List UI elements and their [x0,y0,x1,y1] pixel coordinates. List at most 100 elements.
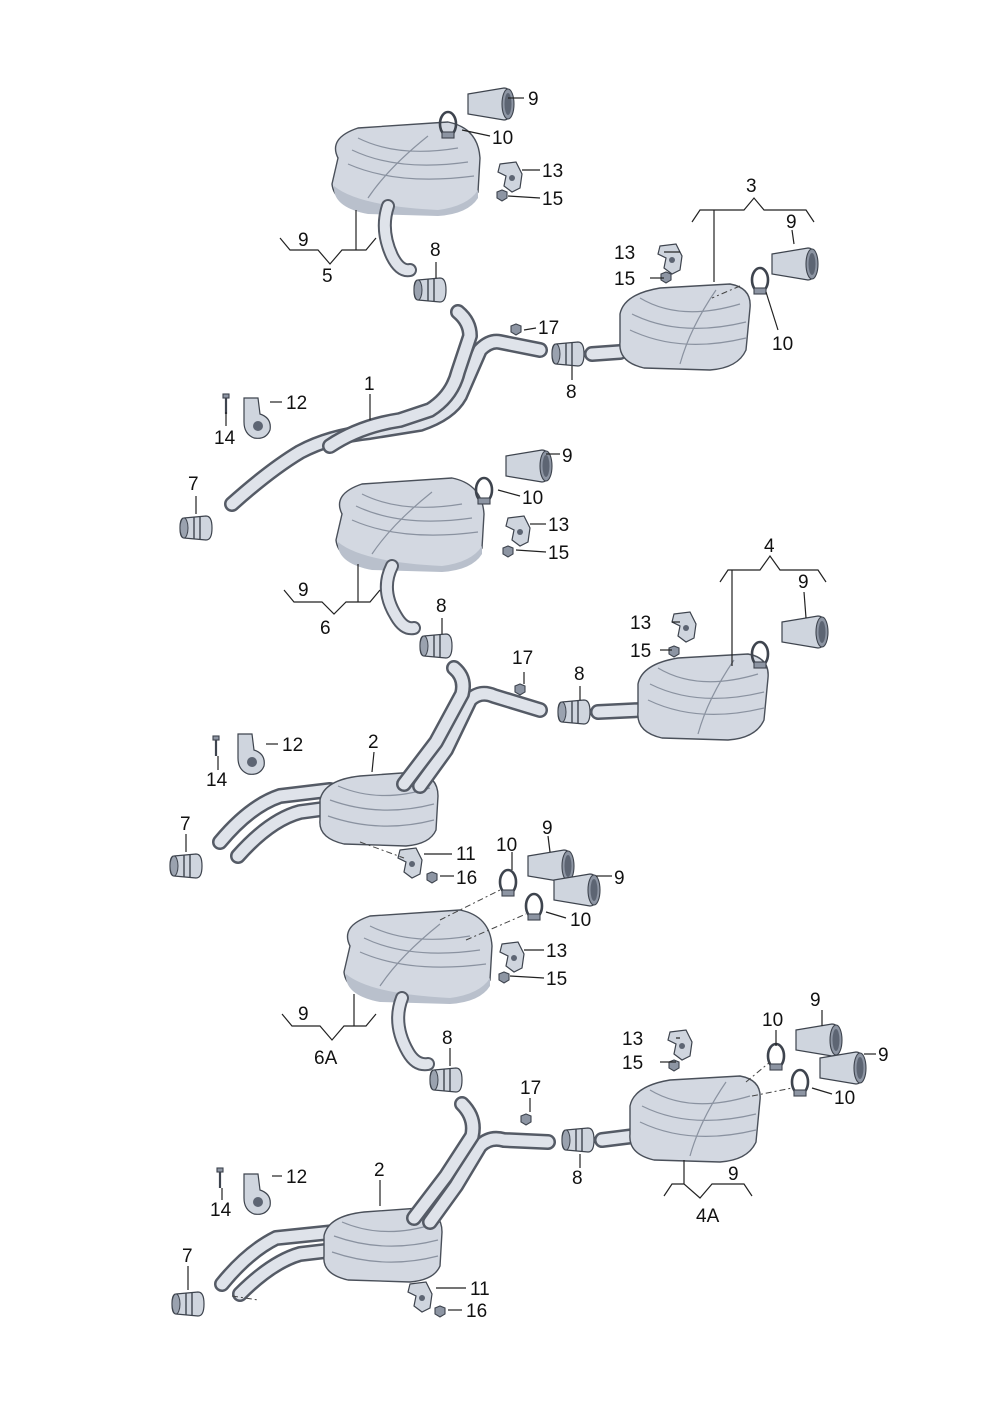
tailpipe-tip-9b [771,247,819,281]
callout-2-c: 2 [374,1160,385,1181]
callout-10-clamp-a: 10 [492,128,513,149]
tailpipe-tip-9h [819,1051,867,1085]
callout-2-b: 2 [368,732,379,753]
callout-10-right-a-c: 10 [762,1010,783,1031]
nut-15d [668,645,680,658]
tailpipe-tip-9g [795,1023,843,1057]
nut-17b [514,683,526,696]
callout-17-c: 17 [520,1078,541,1099]
callout-10-b-c: 10 [570,910,591,931]
callout-8-left-a: 8 [430,240,441,261]
callout-9-a-c: 9 [542,818,553,839]
bolt-14b [211,734,221,758]
nut-15c [502,545,514,558]
callout-1: 1 [364,374,375,395]
callout-7-b: 7 [180,814,191,835]
tailpipe-tip-9d [781,615,829,649]
callout-6A: 6A [314,1048,338,1069]
callout-9-brace-a: 9 [298,230,309,251]
callout-8-right-a: 8 [566,382,577,403]
rear-muffler-6 [335,477,485,573]
callout-4: 4 [764,536,775,557]
callout-15-right-a: 15 [614,269,635,290]
clamp-10h [790,1068,810,1098]
callout-17-b: 17 [512,648,533,669]
pipe-coupler-8c [419,633,453,659]
callout-9-brace-right-c: 9 [728,1164,739,1185]
clamp-10c [474,476,494,506]
nut-15a [496,189,508,202]
callout-5: 5 [322,266,333,287]
bolt-14c [215,1166,225,1190]
nut-16b [434,1305,446,1318]
callout-9-brace-c: 9 [298,1004,309,1025]
callout-9-right-b-c: 9 [878,1045,889,1066]
side-muffler-3 [619,283,751,371]
assembly-c: 10 9 9 10 13 15 9 6A 8 17 8 13 15 10 9 9… [171,818,889,1322]
callout-12-c: 12 [286,1167,307,1188]
callout-9-right-a: 9 [786,212,797,233]
callout-8-left-b: 8 [436,596,447,617]
nut-16a [426,871,438,884]
clamp-10g [766,1042,786,1072]
callout-7-c: 7 [182,1246,193,1267]
tailpipe-tip-9a [467,87,515,121]
bracket-13c [505,515,531,547]
callout-10-right-a: 10 [772,334,793,355]
tailpipe-tip-9e [527,849,575,883]
pipe-coupler-8f [561,1127,595,1153]
callout-13-c: 13 [546,941,567,962]
pipe-coupler-8a [413,277,447,303]
clamp-10e [498,868,518,898]
callout-10-clamp-b: 10 [522,488,543,509]
pipe-coupler-8e [429,1067,463,1093]
side-muffler-4a [629,1075,761,1163]
callout-13-right-c: 13 [622,1029,643,1050]
bolt-14a [221,392,231,416]
callout-13-a: 13 [542,161,563,182]
callout-9-right-b: 9 [798,572,809,593]
side-muffler-4 [637,653,769,741]
callout-15-right-c: 15 [622,1053,643,1074]
nut-17c [520,1113,532,1126]
bracket-13d [671,611,697,643]
tailpipe-tip-9c [505,449,553,483]
callout-16-c: 16 [466,1301,487,1322]
callout-11-c: 11 [470,1279,490,1300]
callout-14-c: 14 [210,1200,232,1221]
bracket-13e [499,941,525,973]
pipe-coupler-7a [179,515,213,541]
nut-15e [498,971,510,984]
hanger-12b [237,733,265,775]
callout-9-right-a-c: 9 [810,990,821,1011]
callout-15-c: 15 [546,969,567,990]
callout-12-b: 12 [282,735,303,756]
callout-14-b: 14 [206,770,228,791]
callout-6: 6 [320,618,331,639]
callout-9-b-c: 9 [614,868,625,889]
pipe-coupler-8b [551,341,585,367]
bracket-13f [667,1029,693,1061]
rear-muffler-5 [331,121,481,217]
callout-15-b: 15 [548,543,569,564]
callout-14-a: 14 [214,428,236,449]
callout-9-tip-a: 9 [528,89,539,110]
hanger-12c [243,1173,271,1215]
callout-13-b: 13 [548,515,569,536]
callout-8-right-b: 8 [574,664,585,685]
callout-8-left-c: 8 [442,1028,453,1049]
callout-10-a-c: 10 [496,835,517,856]
callout-13-right-b: 13 [630,613,651,634]
tailpipe-tip-9f [553,873,601,907]
callout-9-brace-b: 9 [298,580,309,601]
callout-9-tip-b: 9 [562,446,573,467]
bracket-11a [397,847,423,879]
callout-17-a: 17 [538,318,559,339]
bracket-13b [657,243,683,275]
bracket-11b [407,1281,433,1313]
callout-8-right-c: 8 [572,1168,583,1189]
callout-13-right-a: 13 [614,243,635,264]
callout-16-b: 16 [456,868,477,889]
